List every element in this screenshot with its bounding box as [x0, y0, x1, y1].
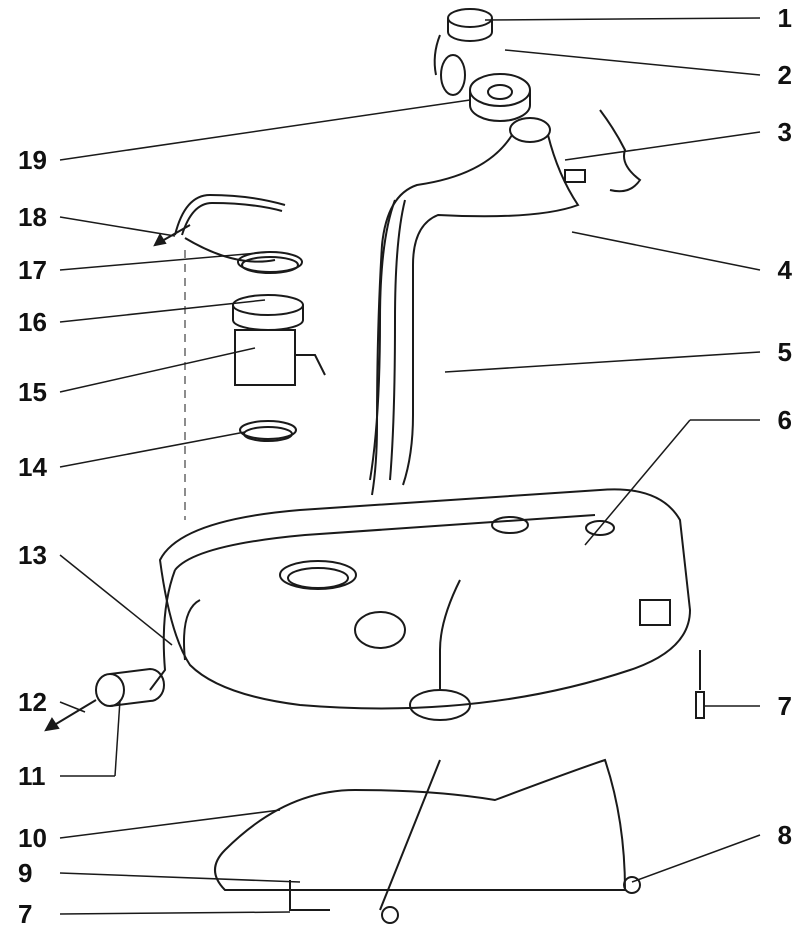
callout-1: 1 — [777, 3, 792, 33]
callout-15: 15 — [18, 377, 47, 407]
leader-lines-right — [444, 17, 761, 883]
callout-9: 9 — [18, 858, 33, 888]
filler-cap — [433, 8, 531, 122]
callout-6: 6 — [777, 405, 792, 435]
callout-7-left: 7 — [18, 899, 33, 929]
callout-8: 8 — [777, 820, 792, 850]
fuel-tank — [158, 488, 705, 721]
callout-2: 2 — [777, 60, 792, 90]
callout-18: 18 — [18, 202, 47, 232]
fuel-pump-assembly — [153, 193, 326, 520]
heat-shield — [214, 758, 641, 924]
callout-5: 5 — [777, 337, 792, 367]
callout-12: 12 — [18, 687, 47, 717]
callout-13: 13 — [18, 540, 47, 570]
callout-10: 10 — [18, 823, 47, 853]
callout-4: 4 — [777, 255, 792, 285]
callout-16: 16 — [18, 307, 47, 337]
callout-7-right: 7 — [777, 691, 792, 721]
callout-3: 3 — [777, 117, 792, 147]
callout-14: 14 — [18, 452, 47, 482]
callout-17: 17 — [18, 255, 47, 285]
callout-11: 11 — [18, 761, 46, 791]
filler-neck — [369, 109, 642, 496]
callout-19: 19 — [18, 145, 47, 175]
leader-lines-left — [59, 99, 471, 915]
fuel-filter — [44, 569, 176, 732]
